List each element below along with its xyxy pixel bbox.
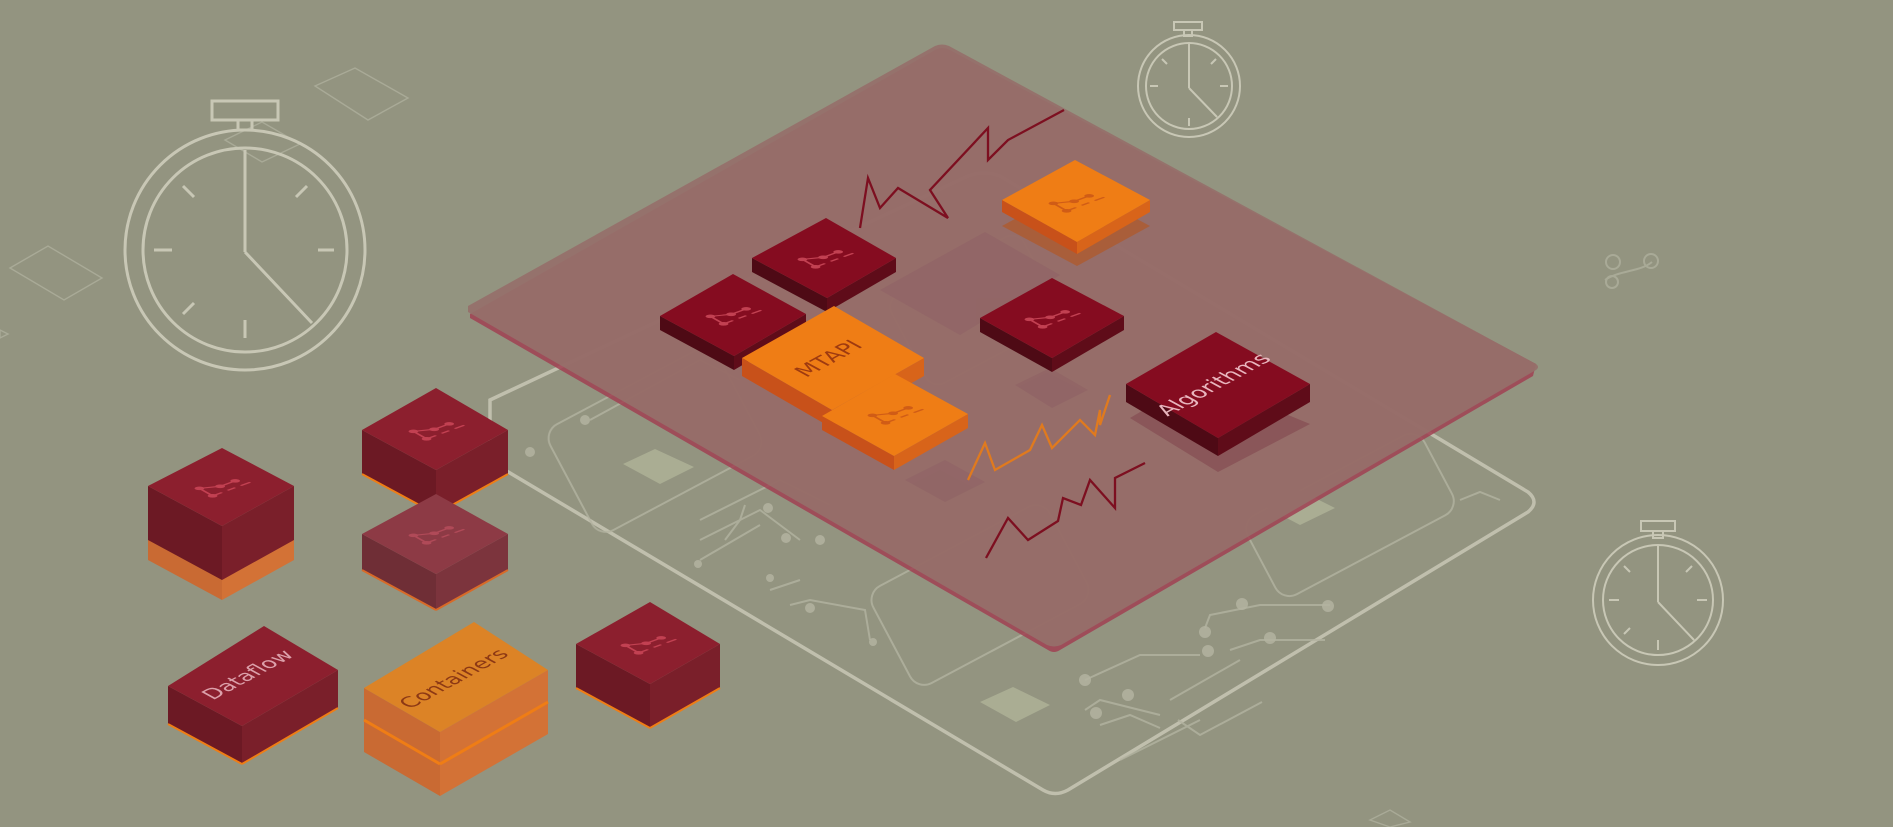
heartbeat-line — [858, 108, 1146, 559]
mtapi-panel — [468, 44, 1538, 652]
block-stack: MTAPI Algorithms — [660, 160, 1310, 472]
task-block — [822, 374, 968, 470]
loose-blocks: Dataflow Containers — [148, 388, 721, 796]
dataflow-block: Dataflow — [167, 626, 339, 765]
task-block — [1002, 160, 1150, 266]
stopwatch-icon — [123, 99, 367, 372]
task-block-stack — [361, 494, 509, 611]
stopwatch-icon — [1137, 21, 1241, 138]
task-block — [980, 278, 1124, 372]
task-block-stack — [575, 602, 721, 729]
task-block — [752, 218, 896, 312]
link-icon — [1604, 253, 1659, 289]
algorithms-block: Algorithms — [1126, 332, 1310, 472]
mtapi-block: MTAPI — [742, 306, 924, 428]
stopwatch-icon — [1592, 520, 1724, 666]
task-block-stack — [361, 388, 509, 515]
containers-block: Containers — [363, 622, 549, 796]
task-block-stack — [148, 448, 294, 600]
